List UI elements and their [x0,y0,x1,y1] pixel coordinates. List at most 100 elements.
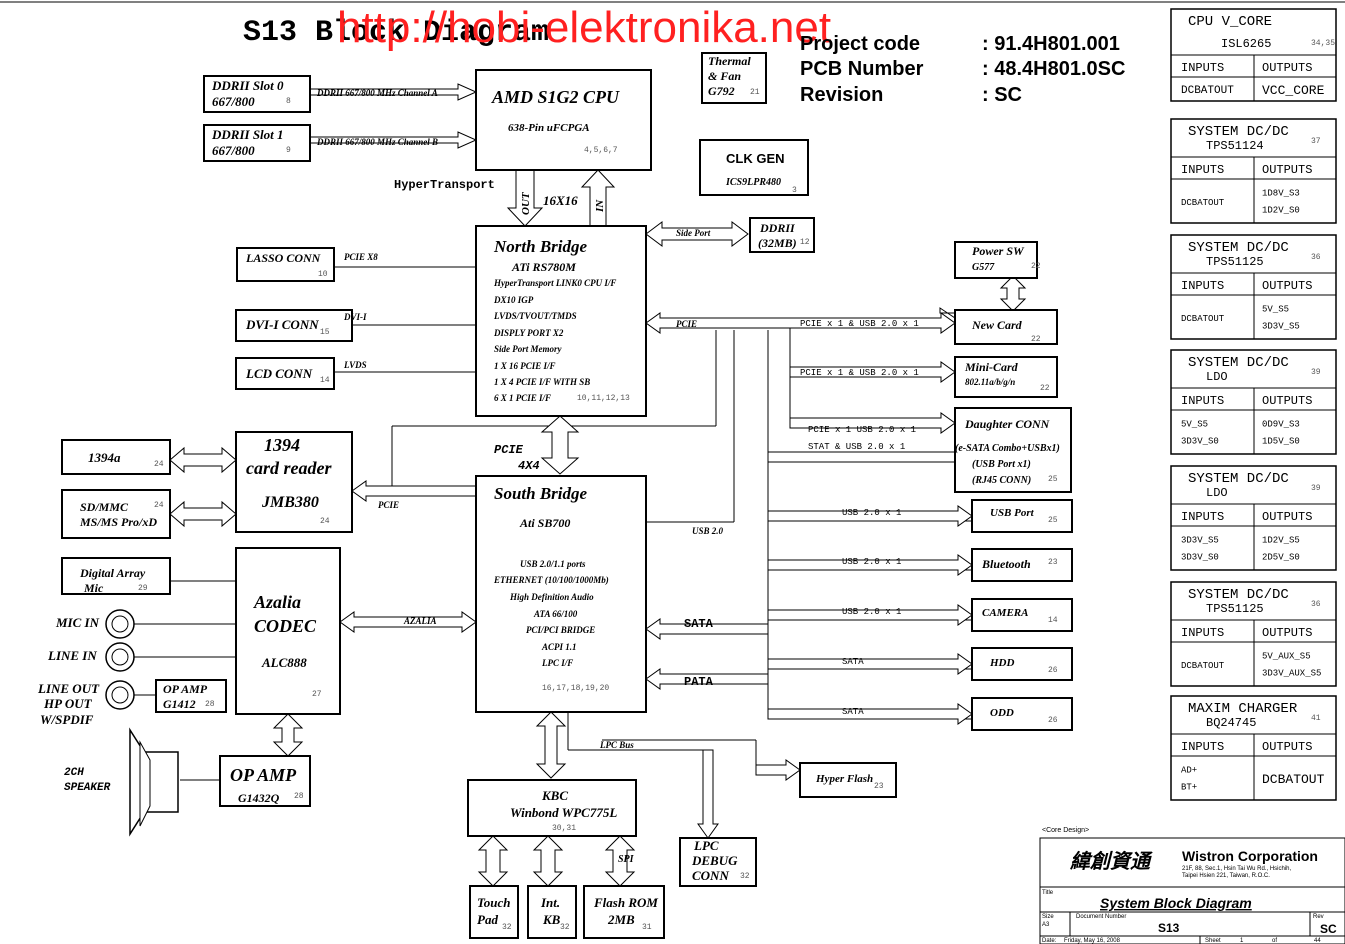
doc-title: System Block Diagram [1100,895,1252,911]
flash-rom-box [583,885,665,939]
line-in-label: LINE IN [47,648,97,663]
clk-gen-box [699,139,809,196]
power-table-output: 5V_AUX_S5 [1262,652,1311,662]
bluetooth-num: 23 [1048,558,1058,567]
of-value: 44 [1314,938,1321,944]
power-table-title: SYSTEM DC/DC [1188,471,1289,487]
ddr32-box [749,217,815,253]
odd-box [971,697,1073,731]
mic-in-label: MIC IN [55,615,100,630]
thermal-l1: Thermal [708,54,751,68]
rev-value: SC [1320,922,1337,936]
sdmmc-num: 24 [154,501,164,510]
revision: : SC [982,84,1022,106]
bus-sata-1: SATA [842,657,864,667]
power-table-input: BT+ [1181,783,1197,793]
bus-pcie-usb-2: PCIE x 1 & USB 2.0 x 1 [800,368,919,378]
power-table-output: VCC_CORE [1262,83,1325,98]
power-table-inputs-header: INPUTS [1181,61,1224,75]
usb20-label: USB 2.0 [692,526,724,536]
power-table-title: SYSTEM DC/DC [1188,587,1289,603]
sb-f6: ACPI 1.1 [541,642,577,652]
line-in-jack-inner-icon [111,648,129,666]
lcd-link: LVDS [343,360,367,370]
lpc-debug-num: 32 [740,872,750,881]
speaker-l1: 2CH [64,767,84,779]
power-table-output: 5V_S5 [1262,305,1289,315]
cpu-name: AMD S1G2 CPU [491,87,620,107]
power-table-input: 5V_S5 [1181,420,1208,430]
odd-num: 26 [1048,716,1058,725]
x16-label: 16X16 [543,193,578,208]
daughter-num: 25 [1048,475,1058,484]
power-table-num: 36 [1311,253,1321,262]
dvi-name: DVI-I CONN [245,317,319,332]
kbc-l2: Winbond WPC775L [510,805,617,820]
usb-port-name: USB Port [990,507,1035,519]
docnum-label: Document Number [1076,914,1126,920]
fw1394a-box [61,439,171,475]
thermal-l2: & Fan [708,69,741,83]
watermark: http://hobi-elektronika.net [337,3,831,52]
bus-pcie-usb-1: PCIE x 1 & USB 2.0 x 1 [800,319,919,329]
new-card-num: 22 [1031,335,1041,344]
nb-f3: LVDS/TVOUT/TMDS [493,311,577,321]
clk-gen-sub: ICS9LPR480 [725,177,781,188]
power-table-chip: ISL6265 [1221,37,1271,51]
nb-f2: DX10 IGP [493,295,534,305]
sb-sub: Ati SB700 [519,516,570,530]
mic-array-l1: Digital Array [79,566,146,580]
mini-card-l2: 802.11a/b/g/n [965,377,1015,387]
cpu-sub: 638-Pin uFCPGA [508,122,590,134]
power-table-inputs-header: INPUTS [1181,394,1224,408]
ddr32-l2: (32MB) [758,236,797,250]
ddr-channel-a: DDRII 667/800 MHz Channel A [316,88,438,98]
power-table-title: SYSTEM DC/DC [1188,124,1289,140]
project-code-label: Project code [800,33,920,55]
power-table-chip: LDO [1206,486,1228,500]
sb-name: South Bridge [494,484,588,503]
line-out-l2: HP OUT [43,696,93,711]
power-table-outputs-header: OUTPUTS [1262,163,1312,177]
line-out-jack-inner-icon [111,686,129,704]
new-card-box [954,309,1058,345]
bluetooth-box [971,548,1073,582]
pcie-nb-label: PCIE [676,319,697,329]
lcd-box [235,357,335,390]
ddr-slot-0-box [203,75,311,113]
page-title: S13 Block Diagram [243,16,549,50]
bus-daughter-2: STAT & USB 2.0 x 1 [808,442,905,452]
power-table-inputs-header: INPUTS [1181,510,1224,524]
power-table-input: DCBATOUT [1181,85,1234,97]
power-table-outputs-header: OUTPUTS [1262,510,1312,524]
spi-label: SPI [618,854,635,865]
power-table-outputs-header: OUTPUTS [1262,279,1312,293]
pcb-number: : 48.4H801.0SC [982,58,1125,80]
clk-gen-num: 3 [792,186,797,195]
power-table-num: 34,35 [1311,39,1335,48]
kbc-num: 30,31 [552,824,576,833]
mini-card-box [954,356,1058,398]
ddr-slot-1-box [203,124,311,162]
date-label: Date: [1042,938,1057,944]
daughter-l3: (USB Port x1) [972,459,1031,470]
touchpad-num: 32 [502,923,512,932]
ddr32-num: 12 [800,238,810,247]
project-code: : 91.4H801.001 [982,33,1120,55]
hyper-flash-box [799,762,897,798]
power-table-chip: TPS51125 [1206,255,1264,269]
power-table-output: 1D2V_S0 [1262,206,1300,216]
power-table-title: MAXIM CHARGER [1188,701,1298,717]
lpc-debug-l2: DEBUG [691,853,738,868]
nb-f5: Side Port Memory [494,344,563,354]
size-label: Size [1042,914,1054,920]
sheet-value: 1 [1240,938,1244,944]
power-table-outputs-header: OUTPUTS [1262,740,1312,754]
power-table-title: SYSTEM DC/DC [1188,240,1289,256]
codec-l1: Azalia [253,592,301,612]
of-label: of [1272,938,1277,944]
north-bridge-box [475,225,647,417]
fw1394a-num: 24 [154,460,164,469]
